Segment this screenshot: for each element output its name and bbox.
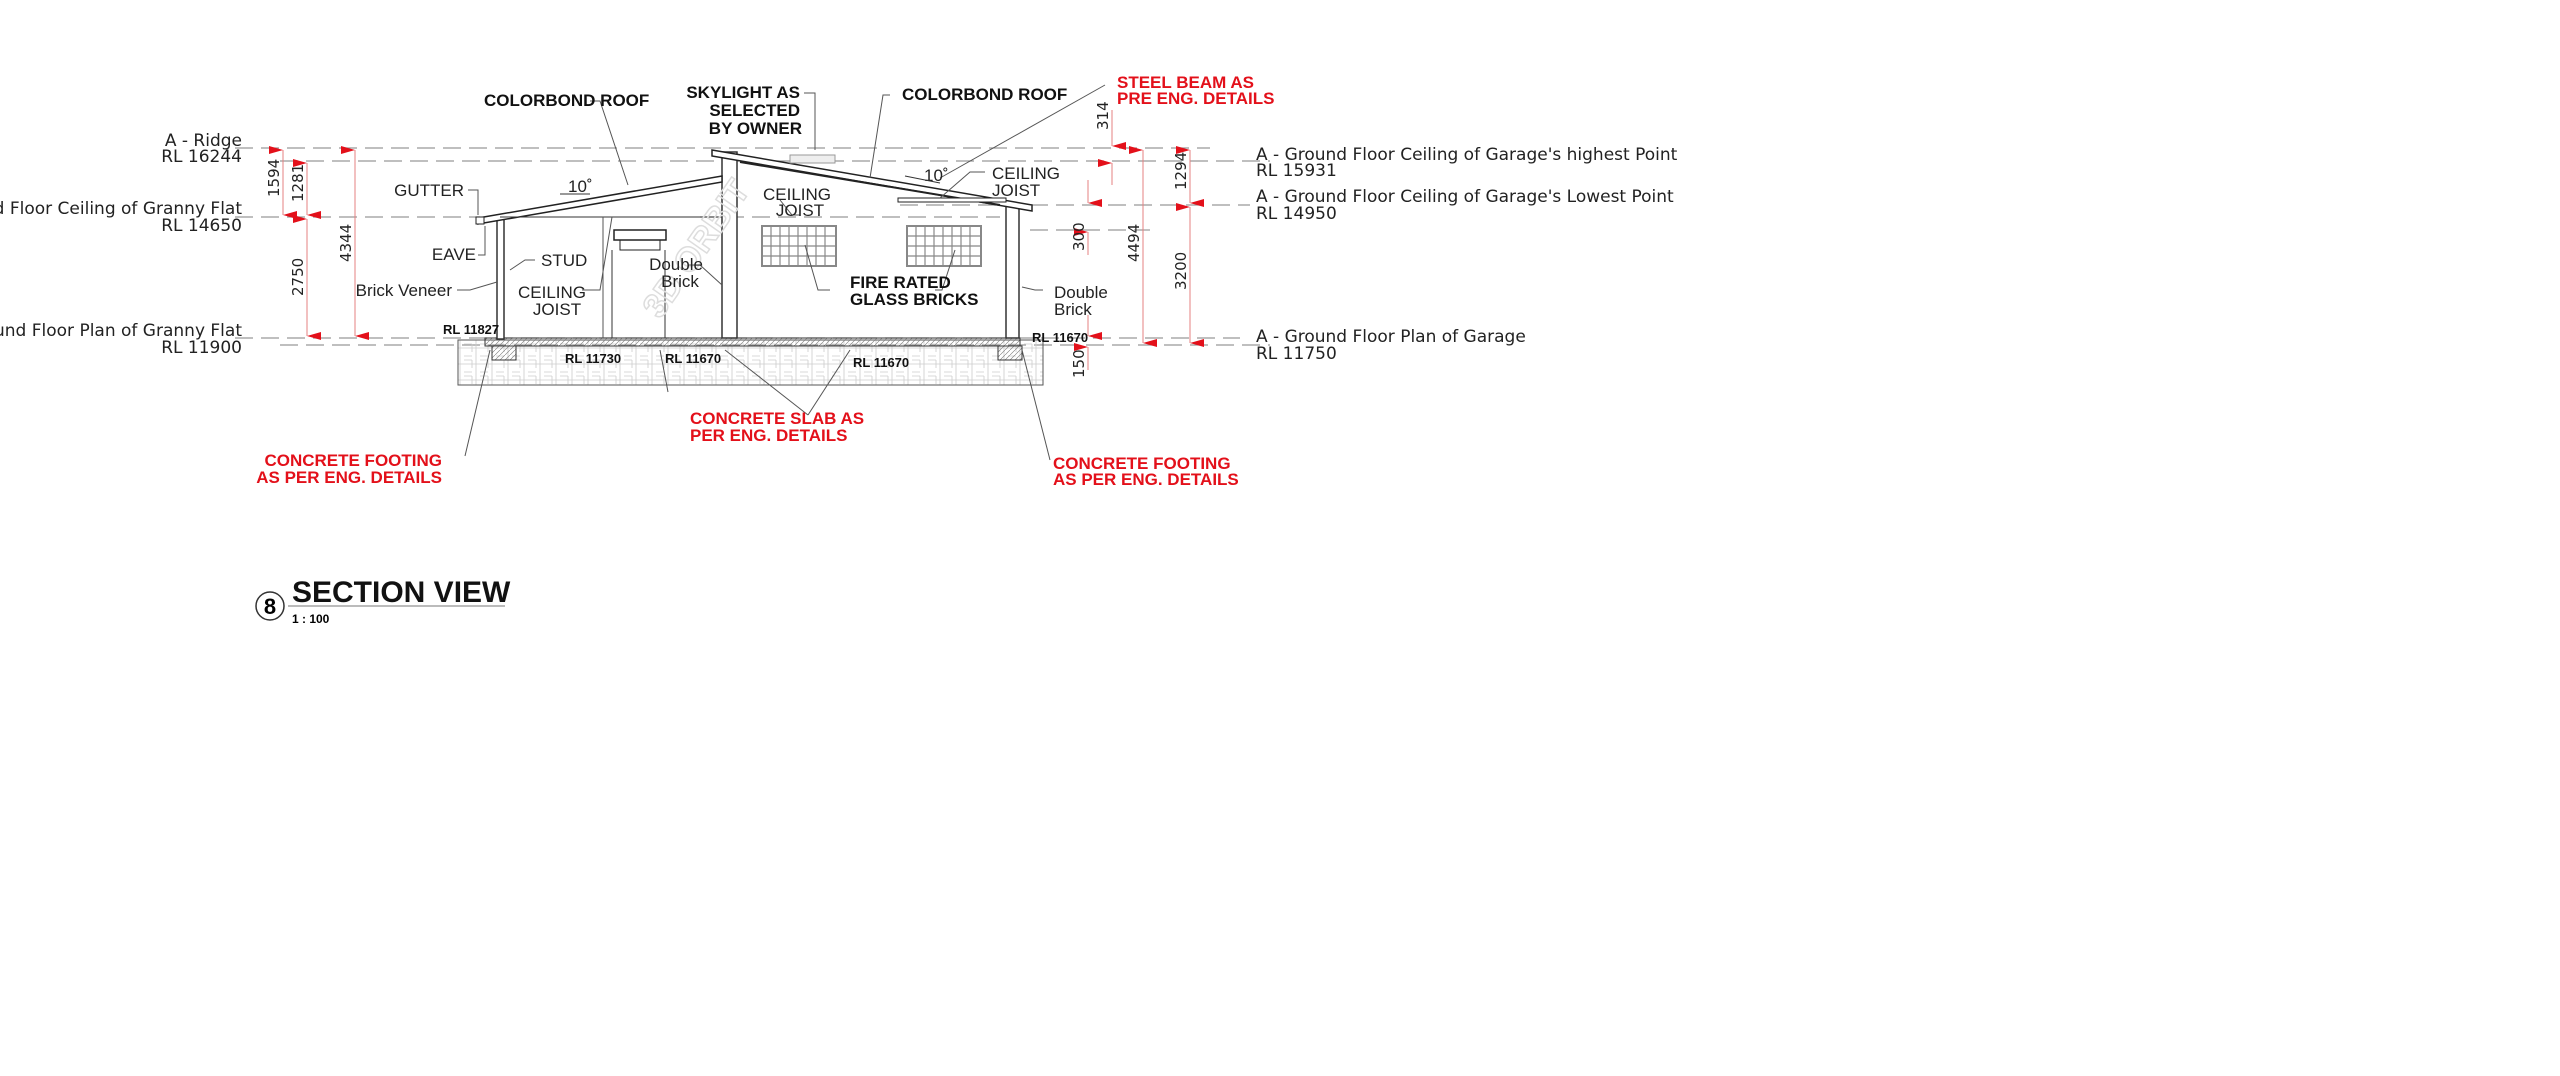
dim-4344: 4344 (337, 224, 355, 262)
level-name: A - Ground Floor Ceiling of Garage's hig… (1256, 145, 1678, 165)
level-name: A - Ground Floor Ceiling of Granny Flat (0, 199, 242, 219)
ground-footing-zone (457, 339, 1044, 386)
note-glass-bricks: GLASS BRICKS (850, 290, 978, 309)
note-glass-bricks: FIRE RATED (850, 273, 951, 292)
note-ceiling-joist: JOIST (776, 201, 824, 220)
note-ceiling-joist: CEILING (763, 185, 831, 204)
note-colorbond-roof-left: COLORBOND ROOF (484, 91, 649, 110)
note-concrete-slab: CONCRETE SLAB AS (690, 409, 864, 428)
skylight (789, 154, 836, 164)
note-eave: EAVE (432, 245, 476, 264)
note-gutter: GUTTER (394, 181, 464, 200)
note-concrete-slab: PER ENG. DETAILS (690, 426, 847, 445)
roof-pitch-left: 10˚ (568, 177, 593, 196)
leader-lines (457, 84, 1106, 461)
note-footing-left: AS PER ENG. DETAILS (256, 468, 442, 487)
dim-3200: 3200 (1172, 252, 1190, 290)
spot-level: RL 11670 (853, 355, 909, 370)
footing-right (997, 345, 1023, 361)
level-rl: RL 14650 (161, 216, 242, 236)
level-rl: RL 11750 (1256, 344, 1337, 364)
roof-pitch-right: 10˚ (924, 166, 949, 185)
dim-150: 150 (1070, 349, 1088, 378)
note-ceiling-joist: JOIST (992, 181, 1040, 200)
note-double-brick: Brick (1054, 300, 1092, 319)
dim-1294: 1294 (1172, 152, 1190, 190)
wall-center (721, 151, 738, 339)
note-stud: STUD (541, 251, 587, 270)
view-number-circle (255, 591, 285, 621)
dim-2750: 2750 (289, 258, 307, 296)
note-colorbond-roof-right: COLORBOND ROOF (902, 85, 1067, 104)
level-rl: RL 14950 (1256, 204, 1337, 224)
note-skylight: SKYLIGHT AS (686, 83, 800, 102)
interior-window (602, 217, 667, 338)
wall-right (1005, 204, 1020, 339)
level-name: A - Ground Floor Plan of Granny Flat (0, 321, 242, 341)
view-scale: 1 : 100 (292, 612, 330, 626)
levels-left: A - Ridge RL 16244 A - Ground Floor Ceil… (0, 131, 242, 358)
note-brick-veneer: Brick Veneer (356, 281, 453, 300)
gutter (475, 216, 485, 225)
note-double-brick: Double (649, 255, 703, 274)
level-name: A - Ground Floor Plan of Garage (1256, 327, 1526, 347)
level-name: A - Ground Floor Ceiling of Garage's Low… (1256, 187, 1674, 207)
garage-ceiling (897, 197, 1007, 203)
note-double-brick: Brick (661, 272, 699, 291)
note-footing-right: CONCRETE FOOTING (1053, 454, 1231, 473)
view-number: 8 (264, 594, 276, 619)
note-steel-beam: STEEL BEAM AS (1117, 73, 1254, 92)
watermark: 3D ORBIT (635, 173, 757, 325)
level-rl: RL 11900 (161, 338, 242, 358)
level-lines (235, 147, 1270, 346)
note-steel-beam: PRE ENG. DETAILS (1117, 89, 1274, 108)
garage-roof (711, 149, 1033, 212)
dim-1281: 1281 (289, 164, 307, 202)
dim-4494: 4494 (1125, 224, 1143, 262)
note-ceiling-joist: CEILING (992, 164, 1060, 183)
wall-left (496, 214, 505, 340)
note-double-brick: Double (1054, 283, 1108, 302)
spot-level: RL 11670 (665, 351, 721, 366)
note-footing-right: AS PER ENG. DETAILS (1053, 470, 1239, 489)
spot-level: RL 11730 (565, 351, 621, 366)
level-rl: RL 16244 (161, 147, 242, 167)
footing-left (491, 345, 517, 361)
spot-level: RL 11827 (443, 322, 499, 337)
spot-level: RL 11670 (1032, 330, 1088, 345)
dim-300: 300 (1070, 222, 1088, 251)
level-name: A - Ridge (165, 131, 242, 151)
concrete-slab (484, 337, 1021, 347)
dim-314: 314 (1094, 101, 1112, 130)
dimension-lines (269, 110, 1204, 370)
level-rl: RL 15931 (1256, 161, 1337, 181)
note-ceiling-joist: JOIST (533, 300, 581, 319)
note-ceiling-joist: CEILING (518, 283, 586, 302)
view-title: SECTION VIEW (292, 576, 511, 609)
glass-bricks (761, 225, 982, 267)
note-skylight: BY OWNER (709, 119, 802, 138)
levels-right: A - Ground Floor Ceiling of Garage's hig… (1256, 145, 1678, 364)
note-footing-left: CONCRETE FOOTING (264, 451, 442, 470)
note-skylight: SELECTED (709, 101, 800, 120)
dim-1594: 1594 (265, 159, 283, 197)
